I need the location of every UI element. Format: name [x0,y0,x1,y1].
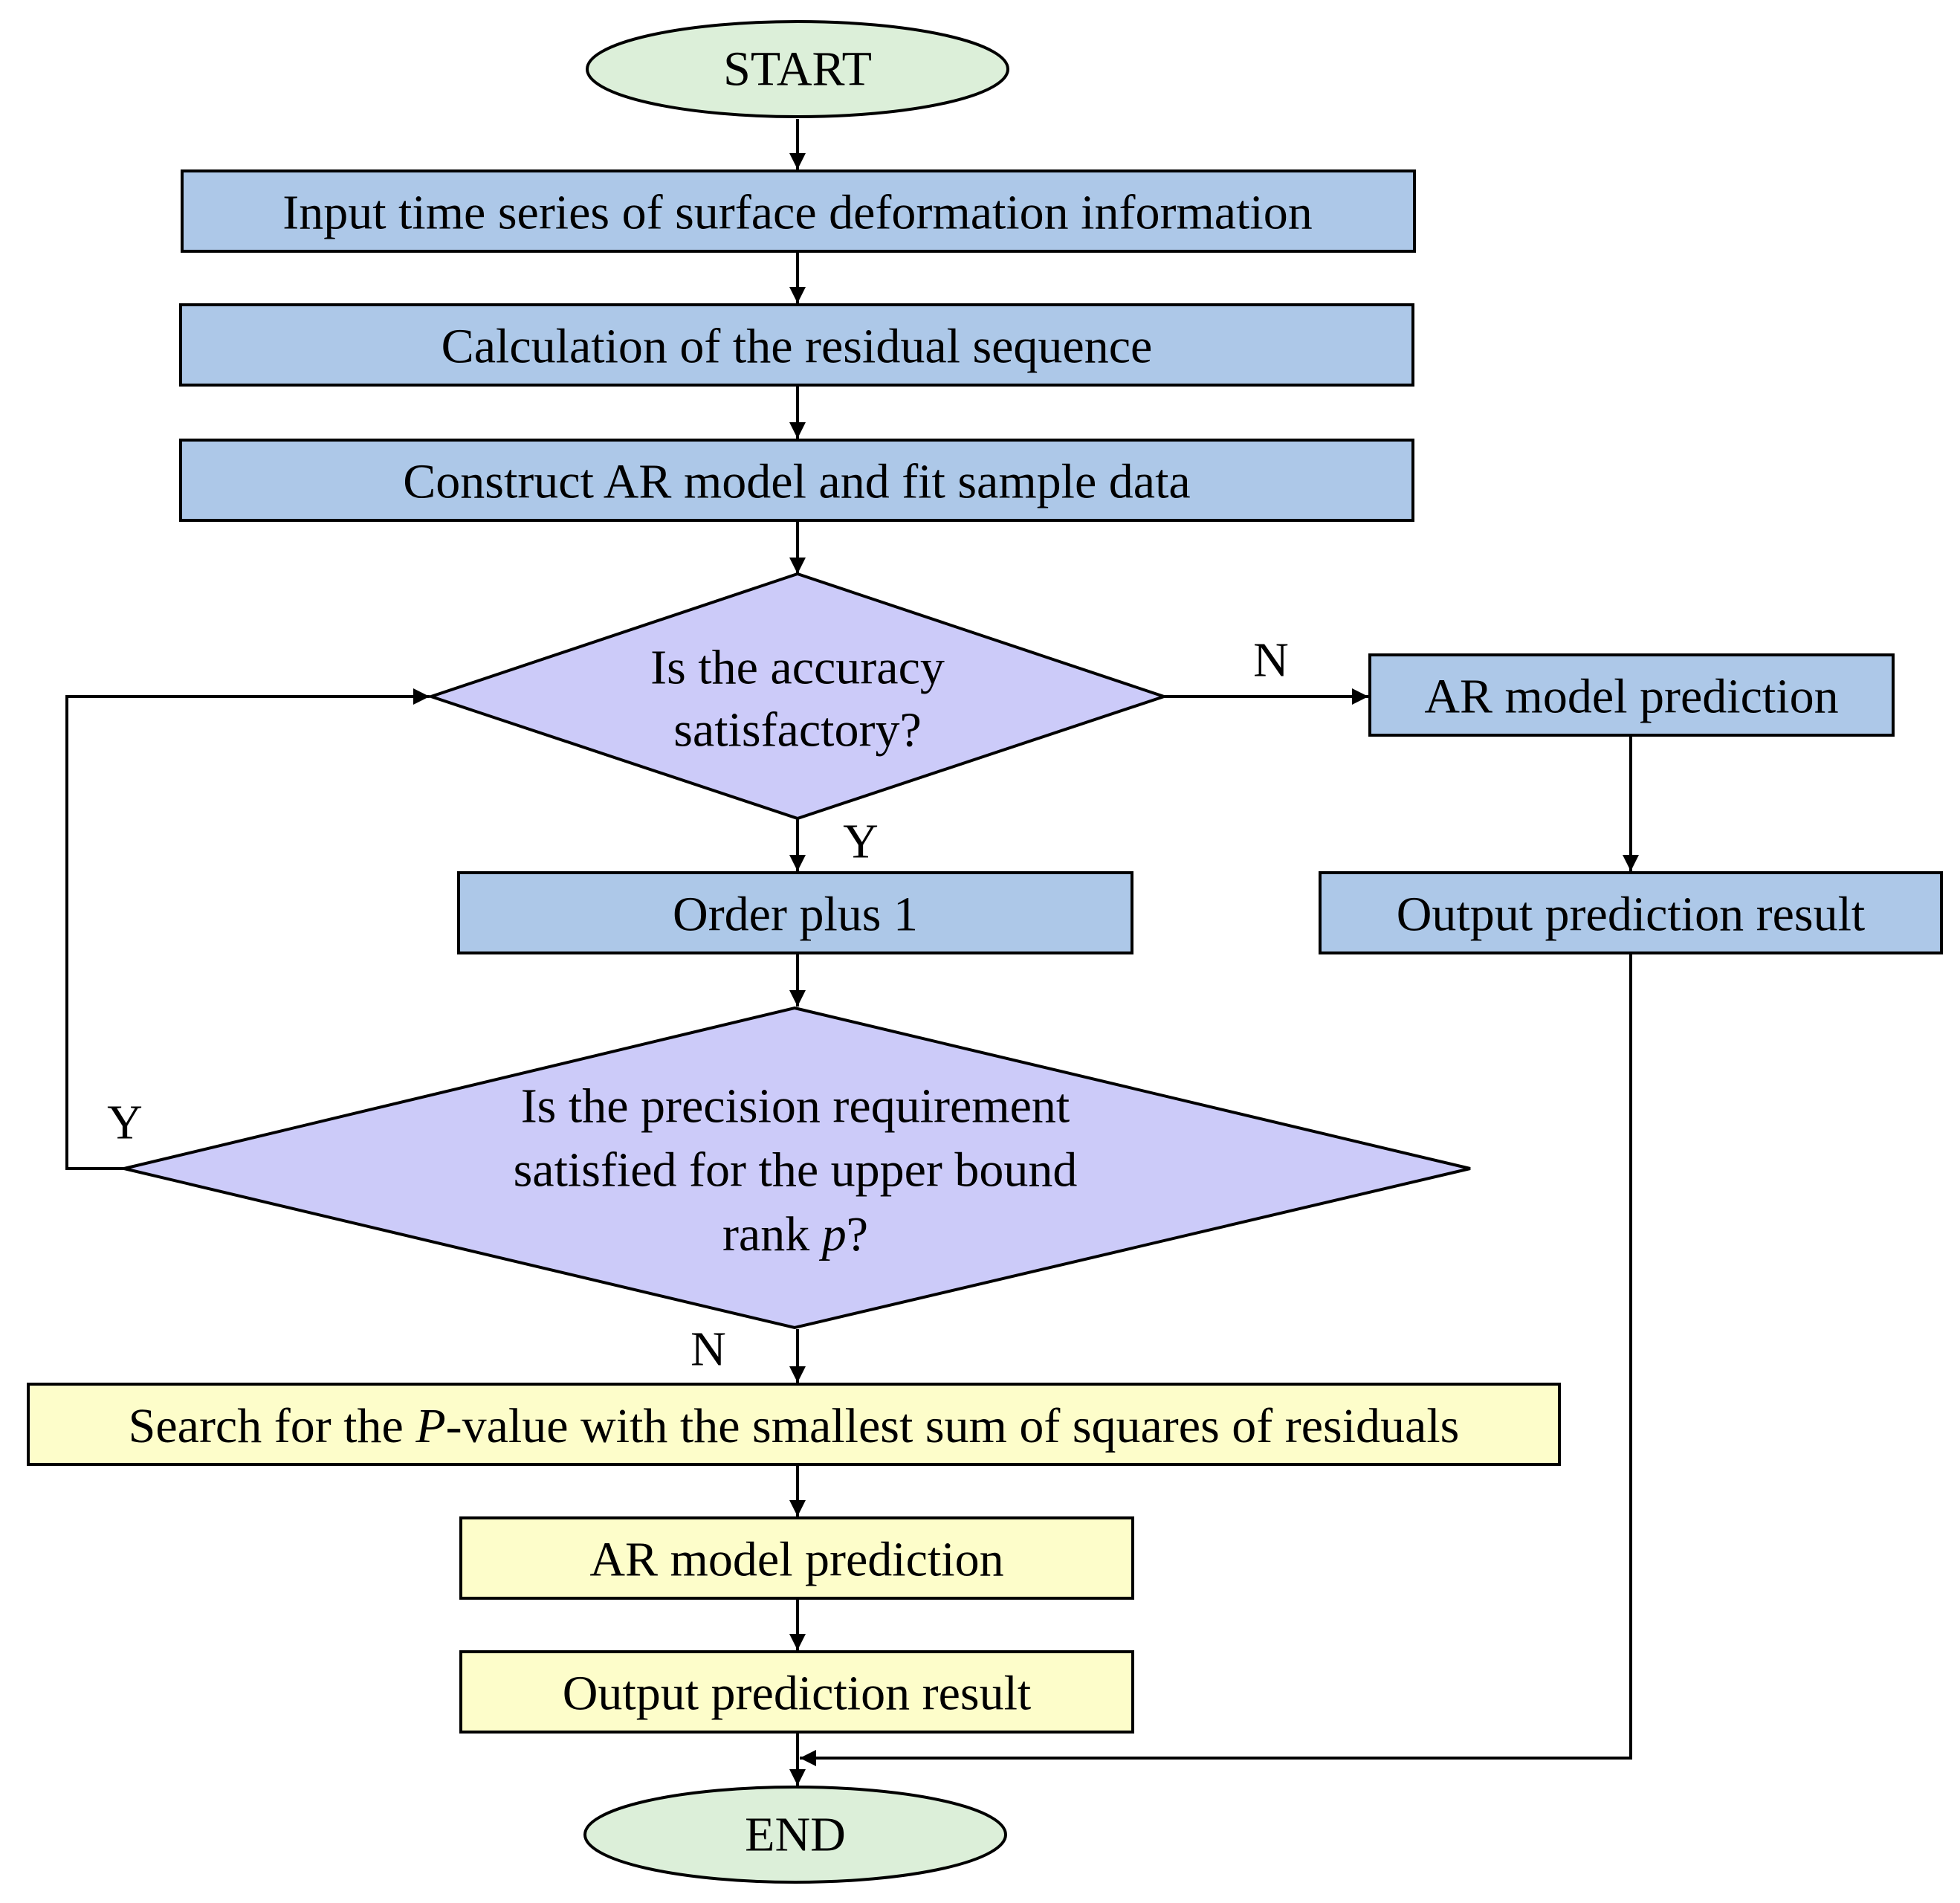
construct-label: Construct AR model and fit sample data [403,455,1190,509]
connectors [65,119,1639,1786]
edge-precision-yes-loop-to-accuracy [65,688,430,1170]
order-box [457,871,1133,954]
output-bottom-label: Output prediction result [563,1667,1032,1721]
output-right-step: Output prediction result [1319,871,1943,954]
end-label: END [745,1808,846,1862]
precision-label-line1: Is the precision requirement [521,1079,1070,1134]
construct-box [179,439,1414,522]
ar-prediction-bottom-label: AR model prediction [589,1533,1003,1587]
accuracy-decision: Is the accuracy satisfactory? [426,572,1169,821]
order-label: Order plus 1 [673,888,918,942]
output-bottom-step: Output prediction result [459,1650,1134,1734]
order-step: Order plus 1 [457,871,1133,954]
start-terminal-shape [586,20,1009,118]
precision-decision: Is the precision requirement satisfied f… [123,1006,1471,1330]
accuracy-yes-label: Y [843,815,879,869]
search-label-variable: P [415,1399,445,1453]
search-label: Search for the P-value with the smallest… [129,1399,1460,1453]
search-label-suffix: -value with the smallest sum of squares … [446,1399,1460,1453]
precision-line3-variable: p [819,1207,847,1261]
ar-prediction-bottom-step: AR model prediction [459,1516,1134,1600]
accuracy-no-label: N [1253,633,1289,688]
search-step: Search for the P-value with the smallest… [27,1383,1561,1466]
precision-no-label: N [690,1322,726,1377]
precision-yes-label: Y [107,1096,143,1150]
ar-prediction-right-label: AR model prediction [1424,670,1838,724]
residual-box [179,303,1414,387]
output-bottom-box [459,1650,1134,1734]
ar-prediction-right-step: AR model prediction [1368,653,1895,737]
end-terminal-shape [583,1786,1007,1884]
ar-prediction-right-box [1368,653,1895,737]
residual-label: Calculation of the residual sequence [442,320,1153,374]
construct-step: Construct AR model and fit sample data [179,439,1414,522]
output-right-label: Output prediction result [1397,888,1866,942]
output-right-box [1319,871,1943,954]
precision-line3-prefix: rank [722,1207,822,1261]
precision-label-line3: rank p? [722,1207,868,1261]
edge-output-right-to-end [800,954,1632,1766]
ar-prediction-bottom-box [459,1516,1134,1600]
start-node: START [586,20,1009,118]
accuracy-label-line1: Is the accuracy [650,641,945,695]
start-label: START [723,42,872,97]
input-label: Input time series of surface deformation… [282,186,1313,240]
input-step: Input time series of surface deformation… [181,169,1416,253]
precision-line3-suffix: ? [847,1207,868,1261]
precision-diamond [123,1006,1471,1330]
search-box [27,1383,1561,1466]
search-label-prefix: Search for the [129,1399,416,1453]
precision-label-line2: satisfied for the upper bound [514,1143,1078,1198]
input-box [181,169,1416,253]
accuracy-label-line2: satisfactory? [673,703,922,757]
end-node: END [583,1786,1007,1884]
residual-step: Calculation of the residual sequence [179,303,1414,387]
accuracy-diamond [426,572,1169,821]
